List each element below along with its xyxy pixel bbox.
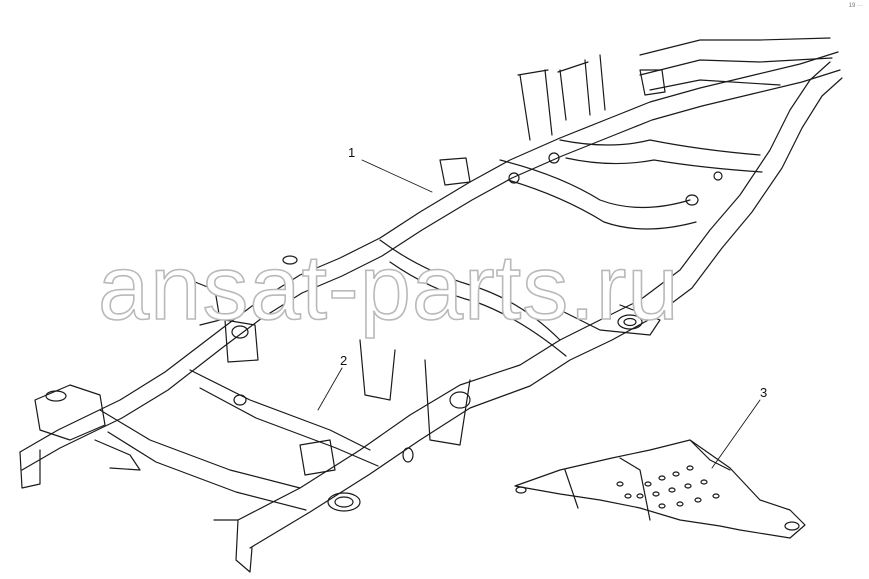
mounting-brackets (189, 54, 666, 476)
left-frame-rail (19, 51, 841, 489)
skid-plate-drawing (514, 439, 806, 539)
right-frame-rail (213, 61, 843, 573)
front-bracket (34, 384, 141, 471)
leader-lines (317, 159, 761, 469)
callout-2-label: 2 (340, 353, 348, 368)
callout-3-label: 3 (760, 385, 768, 400)
callout-1-label: 1 (348, 145, 356, 160)
corner-code: 19 ··· (848, 3, 863, 9)
cross-members (99, 37, 833, 511)
mount-holes (45, 152, 723, 512)
